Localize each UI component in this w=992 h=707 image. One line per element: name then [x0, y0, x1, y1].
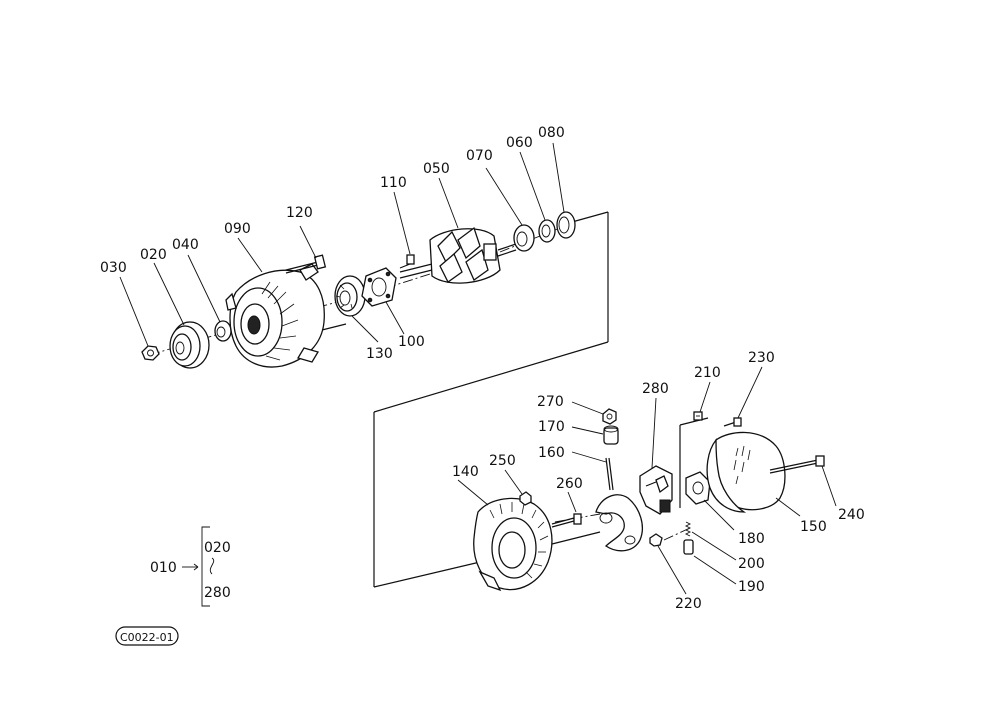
part-100-retainer-plate[interactable] [361, 267, 397, 307]
part-200-spring[interactable] [684, 521, 692, 537]
legend-range-end: 280 [204, 585, 231, 601]
part-130-bearing[interactable] [334, 275, 366, 317]
part-220-screw[interactable] [649, 533, 663, 547]
part-250-nut[interactable] [519, 491, 532, 506]
part-080-seal-ring[interactable] [556, 211, 576, 239]
callout-180[interactable]: 180 [738, 531, 765, 547]
callout-150[interactable]: 150 [800, 519, 827, 535]
callout-160[interactable]: 160 [538, 445, 565, 461]
reference-code-stamp: C0022-01 [115, 626, 179, 646]
callout-170[interactable]: 170 [538, 419, 565, 435]
callout-090[interactable]: 090 [224, 221, 251, 237]
callout-200[interactable]: 200 [738, 556, 765, 572]
callout-230[interactable]: 230 [748, 350, 775, 366]
part-170-insulator[interactable] [603, 425, 619, 445]
callout-010[interactable]: 010 [150, 560, 177, 576]
assembly-legend: 010 020 280 [150, 526, 231, 607]
callout-120[interactable]: 120 [286, 205, 313, 221]
callout-040[interactable]: 040 [172, 237, 199, 253]
part-160-rectifier-holder[interactable] [595, 457, 643, 552]
callout-030[interactable]: 030 [100, 260, 127, 276]
part-270-nut[interactable] [602, 408, 617, 425]
frame-lines [373, 211, 709, 588]
part-140-rear-frame[interactable] [473, 497, 553, 592]
callout-060[interactable]: 060 [506, 135, 533, 151]
part-230-screw[interactable] [723, 417, 742, 427]
part-050-rotor[interactable] [399, 226, 517, 284]
part-060-ring[interactable] [538, 219, 556, 243]
callout-080[interactable]: 080 [538, 125, 565, 141]
part-090-drive-end-frame[interactable] [225, 263, 347, 368]
part-150-end-cover[interactable] [706, 431, 786, 513]
part-210-screw[interactable] [693, 411, 703, 421]
callout-130[interactable]: 130 [366, 346, 393, 362]
leader-lines [119, 142, 837, 595]
part-030-pulley-nut[interactable] [141, 345, 160, 361]
callout-250[interactable]: 250 [489, 453, 516, 469]
callout-260[interactable]: 260 [556, 476, 583, 492]
part-280-regulator[interactable] [639, 465, 673, 515]
part-020-pulley[interactable] [169, 321, 210, 369]
callout-240[interactable]: 240 [838, 507, 865, 523]
part-040-collar[interactable] [214, 320, 232, 342]
reference-code: C0022-01 [120, 631, 174, 644]
part-240-bolt[interactable] [769, 455, 825, 474]
callout-100[interactable]: 100 [398, 334, 425, 350]
part-180-brush-holder[interactable] [685, 471, 711, 505]
part-070-bearing[interactable] [513, 224, 535, 252]
part-120-through-bolt[interactable] [285, 254, 327, 274]
callout-190[interactable]: 190 [738, 579, 765, 595]
callout-labels: 030 020 040 090 120 110 050 070 060 080 … [100, 125, 865, 612]
part-110-screw[interactable] [399, 254, 415, 269]
callout-270[interactable]: 270 [537, 394, 564, 410]
part-260-bolt[interactable] [551, 513, 582, 528]
callout-280[interactable]: 280 [642, 381, 669, 397]
callout-050[interactable]: 050 [423, 161, 450, 177]
legend-range-start: 020 [204, 540, 231, 556]
callout-020[interactable]: 020 [140, 247, 167, 263]
callout-140[interactable]: 140 [452, 464, 479, 480]
part-190-brush[interactable] [683, 539, 694, 555]
callout-070[interactable]: 070 [466, 148, 493, 164]
axis-lines [149, 227, 691, 541]
callout-220[interactable]: 220 [675, 596, 702, 612]
callout-110[interactable]: 110 [380, 175, 407, 191]
callout-210[interactable]: 210 [694, 365, 721, 381]
